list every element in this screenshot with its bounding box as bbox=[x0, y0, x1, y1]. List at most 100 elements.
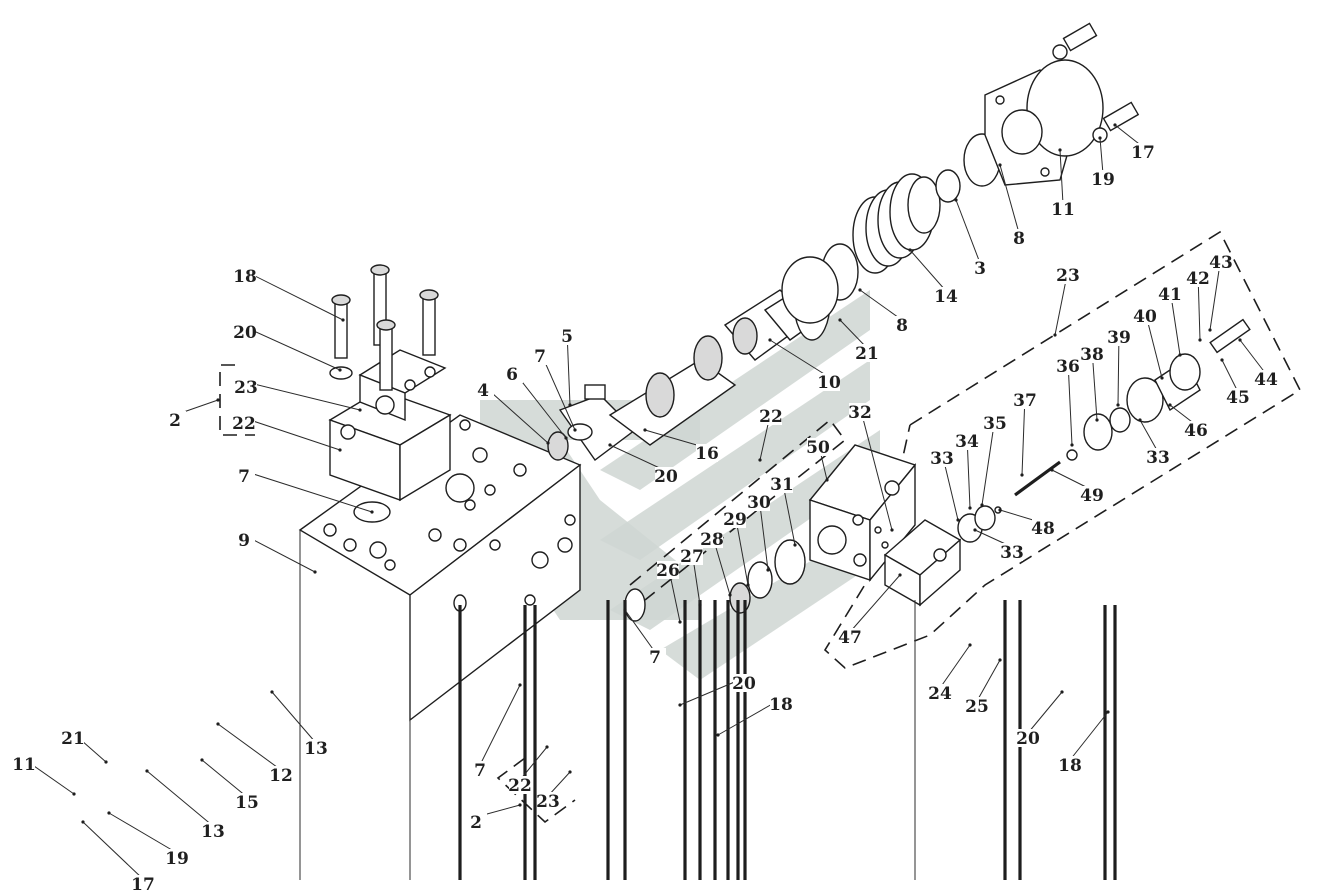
callout-bg-c-37 bbox=[1014, 391, 1036, 409]
callout-bg-c-9 bbox=[233, 531, 255, 549]
leader-line-c-18a bbox=[244, 270, 344, 321]
callout-c-35: 35 bbox=[983, 414, 1007, 434]
leader-dot-c-28 bbox=[728, 593, 732, 597]
callout-bg-c-19b bbox=[166, 849, 188, 867]
callout-bg-c-19a bbox=[1092, 170, 1114, 188]
callout-c-41: 41 bbox=[1158, 285, 1182, 305]
callout-c-7c: 7 bbox=[649, 648, 661, 668]
subassembly-boundary-23 bbox=[629, 230, 1302, 669]
callout-c-19b: 19 bbox=[165, 849, 189, 869]
callout-c-39: 39 bbox=[1107, 328, 1131, 348]
callout-bg-c-50 bbox=[807, 438, 829, 456]
callout-c-5: 5 bbox=[561, 327, 573, 347]
leader-dot-c-17a bbox=[1113, 123, 1117, 127]
leader-dot-c-14 bbox=[908, 248, 912, 252]
callout-bg-c-49 bbox=[1081, 486, 1103, 504]
leader-dot-c-21a bbox=[838, 318, 842, 322]
leader-line-c-3 bbox=[955, 199, 981, 264]
leader-line-c-19a bbox=[1099, 137, 1104, 175]
callout-c-21a: 21 bbox=[855, 344, 879, 364]
leader-dot-c-49 bbox=[1050, 468, 1054, 472]
callout-c-21b: 21 bbox=[61, 729, 85, 749]
leader-line-c-14 bbox=[909, 249, 947, 292]
leader-dot-c-39 bbox=[1116, 403, 1120, 407]
callout-bg-c-42 bbox=[1187, 269, 1209, 287]
leader-dot-c-2a bbox=[216, 398, 220, 402]
callout-bg-c-27 bbox=[681, 547, 703, 565]
leader-dot-c-7a bbox=[370, 510, 374, 514]
leader-line-c-21a bbox=[839, 319, 868, 349]
leader-line-c-8b bbox=[999, 164, 1020, 234]
callout-bg-c-41 bbox=[1159, 285, 1181, 303]
callout-c-24: 24 bbox=[928, 684, 952, 704]
leader-dot-c-40 bbox=[1160, 376, 1164, 380]
leader-line-c-8a bbox=[859, 289, 903, 321]
leader-dot-c-23b bbox=[1053, 333, 1057, 337]
callout-c-34: 34 bbox=[955, 432, 979, 452]
leader-line-c-24 bbox=[939, 644, 971, 689]
leader-dot-c-17b bbox=[81, 820, 85, 824]
callout-bg-c-8a bbox=[891, 316, 913, 334]
callout-bg-c-35 bbox=[984, 414, 1006, 432]
callout-c-17a: 17 bbox=[1131, 143, 1155, 163]
callout-c-33a: 33 bbox=[930, 449, 954, 469]
callout-c-40: 40 bbox=[1133, 307, 1157, 327]
callout-c-29: 29 bbox=[723, 510, 747, 530]
callout-bg-c-26 bbox=[657, 561, 679, 579]
callout-bg-c-33b bbox=[1147, 448, 1169, 466]
leader-dot-c-18b bbox=[1106, 710, 1110, 714]
leader-dot-c-2b bbox=[518, 803, 522, 807]
leader-dot-c-34 bbox=[968, 506, 972, 510]
callout-c-27: 27 bbox=[680, 547, 704, 567]
leader-dot-c-16 bbox=[643, 428, 647, 432]
callout-c-7a: 7 bbox=[238, 467, 250, 487]
leader-line-c-18b bbox=[1069, 711, 1109, 761]
leader-line-c-25 bbox=[976, 659, 1001, 702]
leader-line-c-13b bbox=[146, 770, 214, 827]
callout-bg-c-34 bbox=[956, 432, 978, 450]
callout-c-6: 6 bbox=[506, 365, 518, 385]
leader-dot-c-11a bbox=[1058, 148, 1062, 152]
callout-bg-c-30 bbox=[748, 493, 770, 511]
leader-dot-c-33a bbox=[956, 518, 960, 522]
callout-c-14: 14 bbox=[934, 287, 958, 307]
callout-bg-c-40 bbox=[1134, 307, 1156, 325]
callout-c-18c: 18 bbox=[769, 695, 793, 715]
leader-dot-c-7c bbox=[623, 608, 627, 612]
leader-dot-c-48 bbox=[998, 508, 1002, 512]
callout-c-7d: 7 bbox=[474, 761, 486, 781]
callout-bg-c-31 bbox=[771, 475, 793, 493]
callout-c-20c: 20 bbox=[1016, 729, 1040, 749]
callout-bg-c-23b bbox=[1057, 266, 1079, 284]
callout-bg-c-7d bbox=[469, 761, 491, 779]
callout-bg-c-23c bbox=[537, 792, 559, 810]
leader-dot-c-8a bbox=[858, 288, 862, 292]
callout-c-46: 46 bbox=[1184, 421, 1208, 441]
callout-c-42: 42 bbox=[1186, 269, 1210, 289]
leader-dot-c-47 bbox=[898, 573, 902, 577]
leader-dot-c-44 bbox=[1238, 338, 1242, 342]
leader-dot-c-35 bbox=[980, 503, 984, 507]
leader-line-c-11a bbox=[1059, 149, 1064, 205]
leader-dot-c-32 bbox=[890, 528, 894, 532]
leader-line-c-19b bbox=[108, 812, 178, 854]
callout-c-33c: 33 bbox=[1000, 543, 1024, 563]
callout-c-47: 47 bbox=[838, 628, 862, 648]
callout-c-11a: 11 bbox=[1051, 200, 1075, 220]
callout-c-9: 9 bbox=[238, 531, 250, 551]
leader-dot-c-20c bbox=[1060, 690, 1064, 694]
callout-bg-c-21a bbox=[856, 344, 878, 362]
callout-bg-c-18a bbox=[234, 267, 256, 285]
callout-c-25: 25 bbox=[965, 697, 989, 717]
leader-dot-c-41 bbox=[1178, 353, 1182, 357]
leader-line-c-10 bbox=[769, 339, 830, 378]
callout-c-23c: 23 bbox=[536, 792, 560, 812]
callout-c-50: 50 bbox=[806, 438, 830, 458]
leader-dot-c-13b bbox=[145, 769, 149, 773]
leader-line-c-33b bbox=[1139, 419, 1159, 453]
leader-dot-c-5 bbox=[568, 403, 572, 407]
callout-bg-c-22b bbox=[760, 407, 782, 425]
leader-dot-c-37 bbox=[1020, 473, 1024, 477]
callout-c-7b: 7 bbox=[534, 347, 546, 367]
